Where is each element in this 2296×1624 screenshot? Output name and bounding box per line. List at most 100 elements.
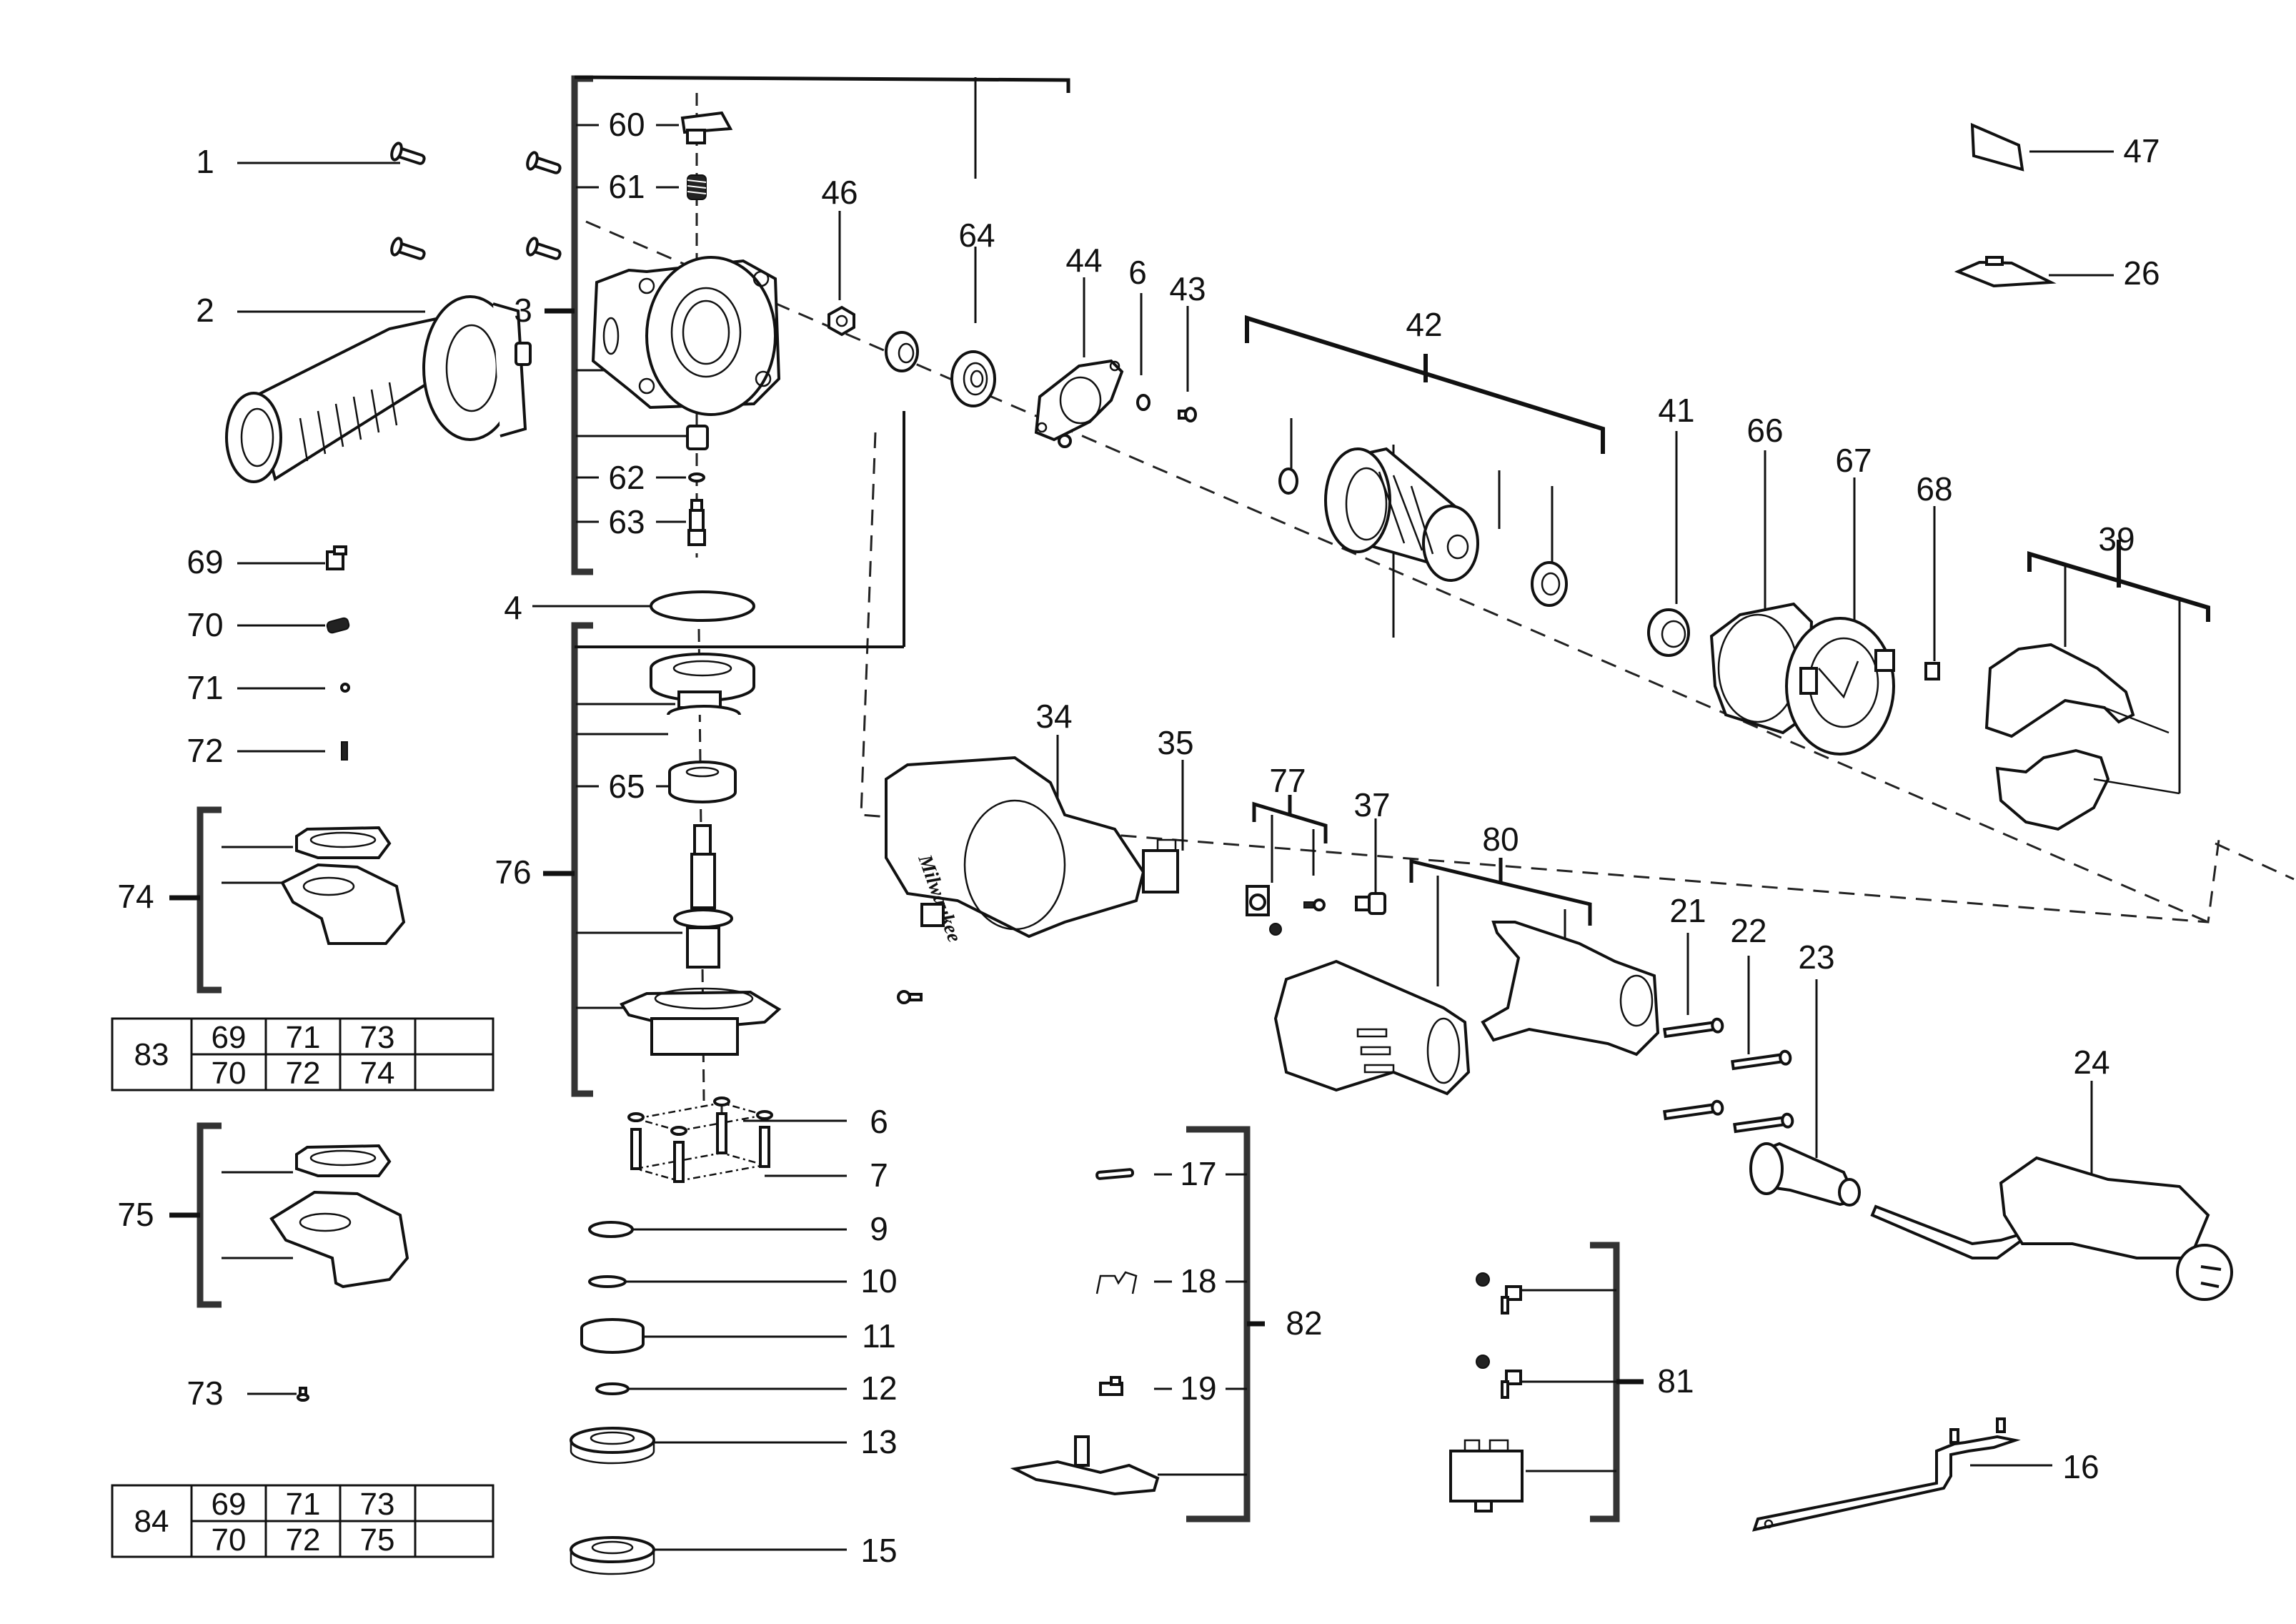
assembly-axes: [585, 93, 2295, 1144]
cap-11: [580, 1318, 645, 1354]
brackets: [169, 75, 2210, 1522]
callout-3: 3: [514, 292, 532, 329]
latch-69: [326, 545, 347, 570]
callout-labels: 1 2 3 60 61 62 63 46 64 44 6 43 42 41 66…: [117, 106, 2160, 1569]
housing-axis: [860, 432, 2220, 924]
handle-80: [1273, 921, 1660, 1096]
bearing-plate-44: [1034, 359, 1124, 448]
kit-83-cell: 74: [360, 1056, 395, 1091]
kit-84-cell: 71: [286, 1487, 321, 1522]
screw-73: [297, 1387, 309, 1402]
callout-1: 1: [196, 143, 214, 180]
callout-61: 61: [608, 168, 645, 205]
main-axis: [585, 220, 2209, 924]
kit-table-84: 84 69 71 73 70 72 75: [111, 1484, 495, 1558]
bracket-75: [197, 1122, 222, 1308]
callout-11: 11: [862, 1317, 896, 1355]
callout-77: 77: [1269, 762, 1306, 799]
guard-74: [280, 826, 406, 945]
callout-9: 9: [870, 1210, 888, 1247]
kit-83-cell: 70: [212, 1056, 247, 1091]
brush-holder-77: [1246, 885, 1326, 936]
callout-35: 35: [1157, 724, 1193, 761]
callout-43: 43: [1169, 270, 1206, 307]
bushing-37: [1355, 892, 1386, 915]
label-47: [1970, 122, 2024, 172]
paddle-lever: [1010, 1435, 1160, 1496]
strain-relief-23: [1749, 1142, 1861, 1207]
o-ring-12: [595, 1382, 630, 1395]
callout-72: 72: [187, 732, 223, 769]
callout-37: 37: [1353, 786, 1390, 823]
kit-table-83: 83 69 71 73 70 72 74: [111, 1017, 495, 1091]
spring-61: [687, 174, 707, 200]
kit-84-cell: 75: [360, 1522, 395, 1558]
callout-60: 60: [608, 106, 645, 143]
kit-83-number: 83: [134, 1037, 169, 1072]
bracket-3: [571, 75, 593, 575]
brush-ring-67: [1785, 617, 1895, 756]
callout-17: 17: [1180, 1155, 1216, 1192]
callout-71: 71: [187, 669, 223, 706]
stator-39: [1984, 643, 2180, 831]
side-handle: [225, 295, 532, 483]
callout-66: 66: [1746, 412, 1783, 449]
kit-84-cell: 70: [212, 1522, 247, 1558]
callout-21: 21: [1669, 892, 1706, 929]
callout-70: 70: [187, 606, 223, 643]
kit-84-cell: 69: [212, 1487, 247, 1522]
ball-71: [340, 683, 350, 693]
callout-75: 75: [117, 1196, 154, 1233]
callout-46: 46: [821, 174, 858, 211]
pin-17: [1095, 1168, 1135, 1180]
kit-84-cell: 73: [360, 1487, 395, 1522]
callout-65: 65: [608, 768, 645, 805]
callout-39: 39: [2098, 520, 2135, 558]
power-cord-24: [1870, 1156, 2233, 1301]
callout-6-upper: 6: [1128, 254, 1147, 291]
guard-75: [269, 1144, 409, 1289]
pin-63: [687, 499, 706, 546]
cover-26: [1954, 256, 2057, 288]
callout-81: 81: [1657, 1362, 1694, 1400]
callout-19: 19: [1180, 1370, 1216, 1407]
callout-23: 23: [1798, 939, 1834, 976]
callout-42: 42: [1406, 306, 1442, 343]
lock-button-60: [680, 111, 733, 144]
callout-74: 74: [117, 878, 154, 915]
kit-83-cell: 71: [286, 1020, 321, 1055]
callout-12: 12: [860, 1370, 897, 1407]
spanner-16: [1751, 1417, 2021, 1532]
callout-18: 18: [1180, 1262, 1216, 1299]
callout-67: 67: [1835, 442, 1872, 479]
callout-80: 80: [1482, 821, 1519, 858]
o-ring-10: [588, 1275, 627, 1288]
callout-2: 2: [196, 292, 214, 329]
callout-6-lower: 6: [870, 1103, 888, 1140]
callout-16: 16: [2062, 1448, 2099, 1485]
clip-19: [1099, 1376, 1123, 1396]
screw-1-set: [390, 142, 562, 260]
callout-76: 76: [495, 853, 531, 891]
bearing-sleeve: [885, 331, 919, 372]
flange-13: [570, 1427, 655, 1465]
kit-84-number: 84: [134, 1504, 169, 1539]
motor-housing-34: Milwaukee: [885, 756, 1145, 1004]
parts: Milwaukee: [225, 111, 2233, 1575]
kit-83-cell: 72: [286, 1056, 321, 1091]
switch-81: [1449, 1272, 1524, 1512]
washer-6-upper: [1136, 394, 1151, 411]
bracket-76: [571, 622, 593, 1097]
callout-26: 26: [2123, 254, 2160, 292]
callout-15: 15: [860, 1532, 897, 1569]
callout-63: 63: [608, 503, 645, 540]
spring-70: [326, 617, 350, 634]
callout-69: 69: [187, 543, 223, 580]
kit-83-cell: 69: [212, 1020, 247, 1055]
o-ring-9: [588, 1221, 634, 1238]
flange-nut-15: [570, 1536, 655, 1575]
gear-housing-3: [591, 256, 781, 416]
callout-13: 13: [860, 1423, 897, 1460]
kit-84-cell: 72: [286, 1522, 321, 1558]
callout-73: 73: [187, 1375, 223, 1412]
